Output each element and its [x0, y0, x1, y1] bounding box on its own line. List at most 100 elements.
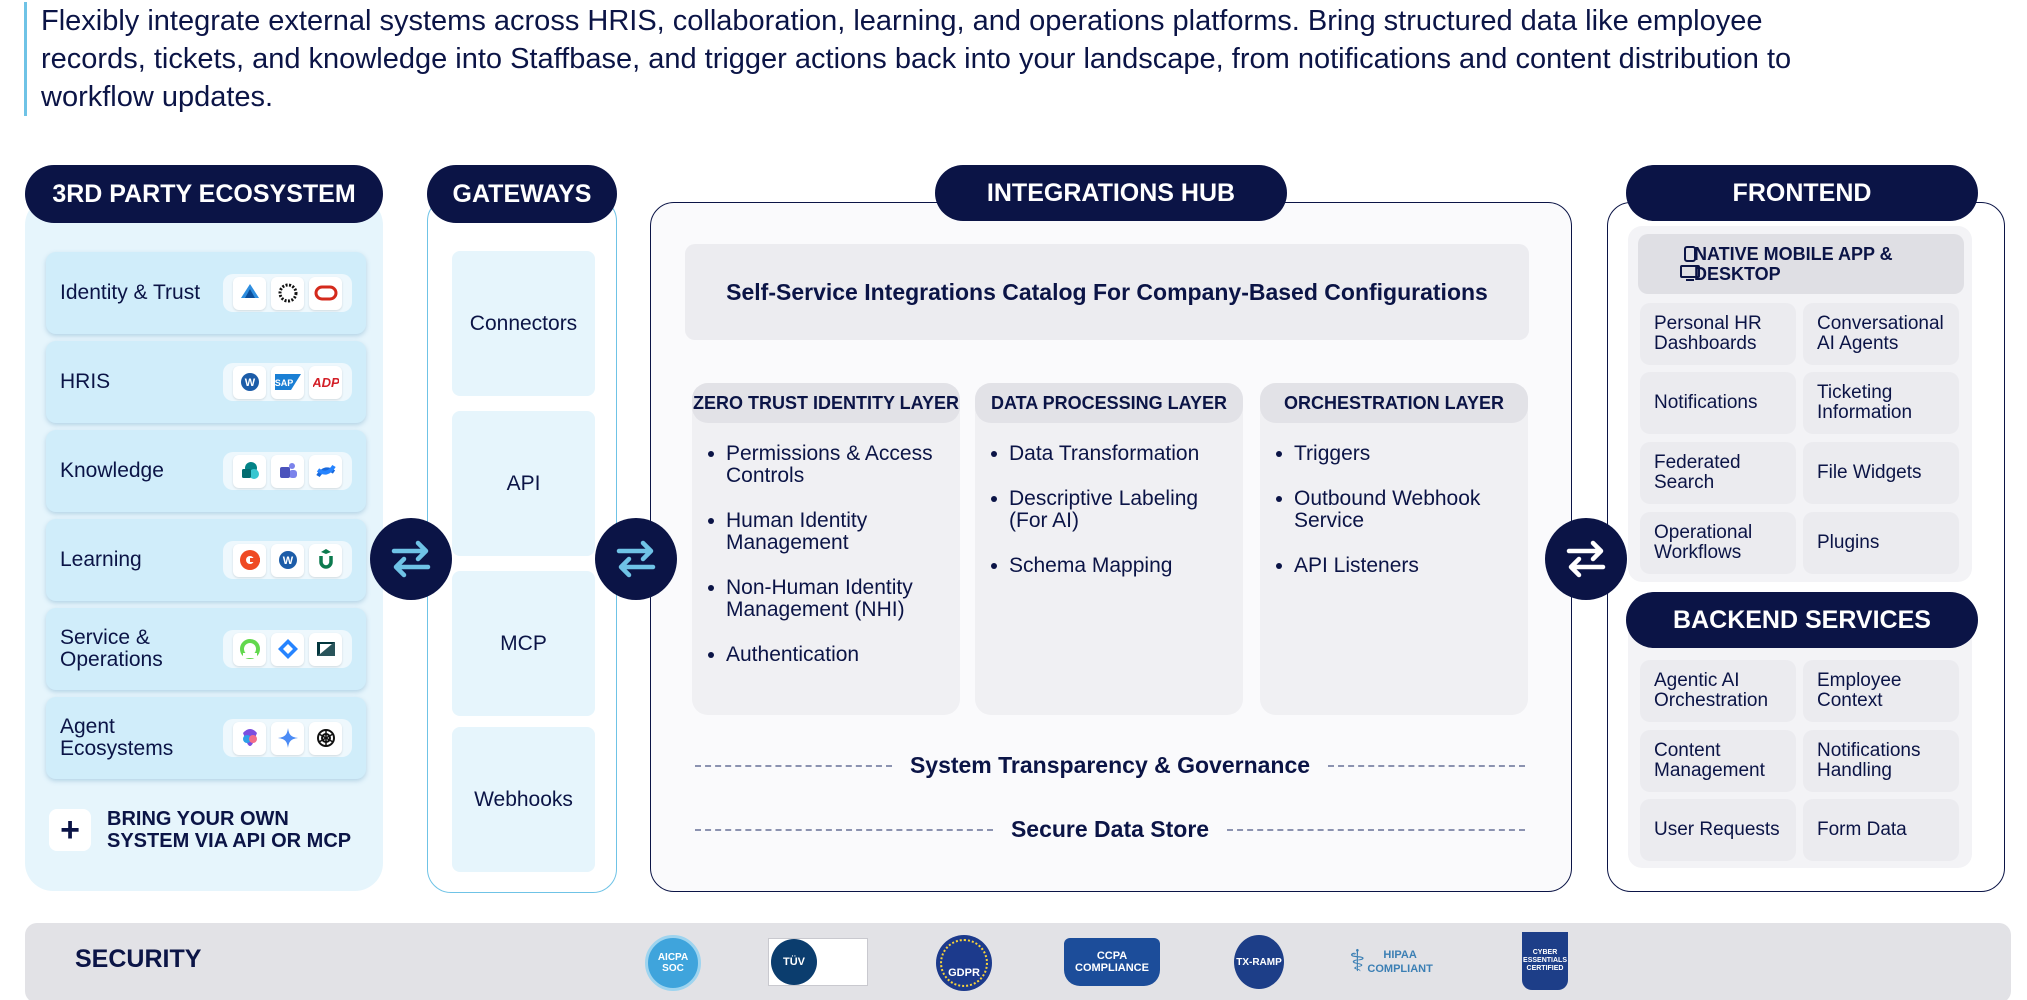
native-app-label: NATIVE MOBILE APP & DESKTOP	[1638, 234, 1964, 294]
logo-strip: W	[223, 541, 352, 579]
eco-row-knowledge[interactable]: Knowledge	[46, 430, 366, 512]
jira-icon	[271, 632, 304, 666]
sap-icon: SAP	[271, 365, 304, 399]
backend-cell[interactable]: Notifications Handling	[1803, 730, 1959, 792]
datastore-row: Secure Data Store	[695, 816, 1526, 843]
frontend-cell[interactable]: Conversational AI Agents	[1803, 303, 1959, 365]
frontend-cell[interactable]: Federated Search	[1640, 442, 1796, 504]
azure-ad-icon	[233, 276, 266, 310]
gateway-webhooks[interactable]: Webhooks	[452, 727, 595, 872]
adp-icon: ADP	[309, 365, 342, 399]
okta-icon	[271, 276, 304, 310]
eco-row-label: Service & Operations	[60, 626, 163, 671]
teams-icon	[271, 454, 304, 488]
layer-item: Descriptive Labeling (For AI)	[989, 488, 1231, 532]
layer-title: DATA PROCESSING LAYER	[975, 383, 1243, 423]
tuv-seal: TÜV	[771, 939, 817, 985]
layer-item: Non-Human Identity Management (NHI)	[706, 577, 948, 621]
svg-text:SAP: SAP	[275, 378, 293, 388]
svg-text:ADP: ADP	[313, 375, 339, 390]
frontend-cell[interactable]: Notifications	[1640, 372, 1796, 434]
copilot-icon	[233, 721, 266, 755]
aicpa-soc-badge: AICPA SOC	[645, 935, 701, 991]
layer-item: API Listeners	[1274, 555, 1516, 577]
frontend-cell[interactable]: Operational Workflows	[1640, 512, 1796, 574]
layer-item: Permissions & Access Controls	[706, 443, 948, 487]
eco-row-agent-ecosystems[interactable]: Agent Ecosystems	[46, 697, 366, 779]
cyber-essentials-badge: CYBER ESSENTIALS CERTIFIED	[1522, 932, 1568, 990]
layer-item: Data Transformation	[989, 443, 1231, 465]
frontend-cell[interactable]: Personal HR Dashboards	[1640, 303, 1796, 365]
backend-title: BACKEND SERVICES	[1626, 592, 1978, 648]
governance-row: System Transparency & Governance	[695, 752, 1526, 779]
logo-strip	[223, 274, 352, 312]
eco-row-hris[interactable]: HRIS W SAP ADP	[46, 341, 366, 423]
gateway-connectors[interactable]: Connectors	[452, 251, 595, 396]
layer-item: Authentication	[706, 644, 948, 666]
bring-your-own-system[interactable]: + BRING YOUR OWN SYSTEM VIA API OR MCP	[49, 808, 367, 852]
integrations-catalog[interactable]: Self-Service Integrations Catalog For Co…	[685, 244, 1529, 340]
servicenow-icon	[233, 632, 266, 666]
caduceus-icon: ⚕	[1349, 945, 1366, 978]
exchange-arrows-icon	[595, 518, 677, 600]
udemy-icon	[309, 543, 342, 577]
backend-cell[interactable]: User Requests	[1640, 799, 1796, 861]
eco-row-label: HRIS	[60, 370, 111, 393]
layer-title: ZERO TRUST IDENTITY LAYER	[692, 383, 960, 423]
eco-row-label: Identity & Trust	[60, 281, 201, 304]
exchange-arrows-icon	[1545, 518, 1627, 600]
zendesk-icon	[309, 632, 342, 666]
logo-strip: W SAP ADP	[223, 363, 352, 401]
layer-item: Triggers	[1274, 443, 1516, 465]
gdpr-label: GDPR	[948, 967, 980, 979]
governance-label: System Transparency & Governance	[909, 752, 1311, 778]
svg-text:W: W	[282, 555, 293, 567]
logo-strip	[223, 452, 352, 490]
ccpa-badge: CCPA COMPLIANCE	[1064, 938, 1160, 986]
frontend-cell[interactable]: Ticketing Information	[1803, 372, 1959, 434]
gdpr-badge: GDPR	[936, 935, 992, 991]
layer-title: ORCHESTRATION LAYER	[1260, 383, 1528, 423]
backend-cell[interactable]: Agentic AI Orchestration	[1640, 660, 1796, 722]
tx-ramp-badge: TX-RAMP	[1234, 935, 1284, 989]
frontend-cell[interactable]: Plugins	[1803, 512, 1959, 574]
svg-text:W: W	[244, 377, 255, 389]
eco-row-identity[interactable]: Identity & Trust	[46, 252, 366, 334]
native-app-text: NATIVE MOBILE APP & DESKTOP	[1694, 244, 1893, 284]
gateway-mcp[interactable]: MCP	[452, 571, 595, 716]
backend-cell[interactable]: Employee Context	[1803, 660, 1959, 722]
eu-stars-ring	[940, 939, 988, 987]
gateway-api[interactable]: API	[452, 411, 595, 556]
intro-text: Flexibly integrate external systems acro…	[24, 2, 1864, 116]
frontend-title: FRONTEND	[1626, 165, 1978, 221]
exchange-arrows-icon	[370, 518, 452, 600]
layer-item: Outbound Webhook Service	[1274, 488, 1516, 532]
logo-strip	[223, 630, 352, 668]
hipaa-label: HIPAA COMPLIANT	[1367, 949, 1433, 975]
eco-row-label: Agent Ecosystems	[60, 715, 174, 760]
cornerstone-icon	[233, 543, 266, 577]
eco-row-service-operations[interactable]: Service & Operations	[46, 608, 366, 690]
data-processing-layer: DATA PROCESSING LAYER Data Transformatio…	[975, 383, 1243, 715]
workday-learning-icon: W	[271, 543, 304, 577]
eco-row-learning[interactable]: Learning W	[46, 519, 366, 601]
security-title: SECURITY	[75, 945, 202, 973]
confluence-icon	[309, 454, 342, 488]
eco-row-label: Knowledge	[60, 459, 164, 482]
backend-cell[interactable]: Form Data	[1803, 799, 1959, 861]
integrations-hub-title: INTEGRATIONS HUB	[935, 165, 1287, 221]
frontend-cell[interactable]: File Widgets	[1803, 442, 1959, 504]
layer-item: Human Identity Management	[706, 510, 948, 554]
openai-icon	[309, 721, 342, 755]
ecosystem-title: 3RD PARTY ECOSYSTEM	[25, 165, 383, 223]
orchestration-layer: ORCHESTRATION LAYER Triggers Outbound We…	[1260, 383, 1528, 715]
backend-cell[interactable]: Content Management	[1640, 730, 1796, 792]
device-icon	[1680, 246, 1700, 281]
byo-label: BRING YOUR OWN SYSTEM VIA API OR MCP	[107, 808, 352, 852]
tuv-badge: TÜV	[768, 938, 868, 986]
logo-strip	[223, 719, 352, 757]
gateways-title: GATEWAYS	[427, 165, 617, 223]
plus-icon: +	[49, 809, 91, 851]
sharepoint-icon	[233, 454, 266, 488]
layer-item: Schema Mapping	[989, 555, 1231, 577]
